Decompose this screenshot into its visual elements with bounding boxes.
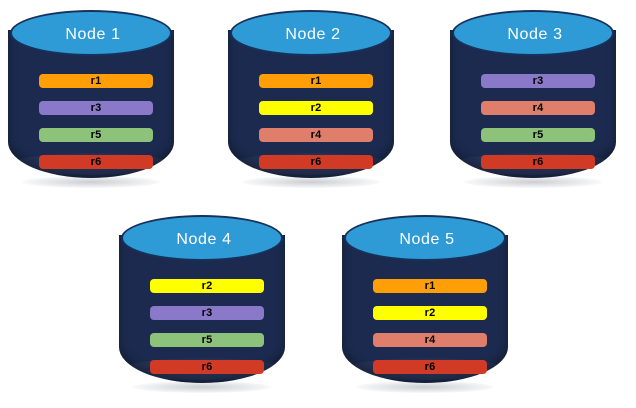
replica-bar[interactable]: r5 bbox=[481, 128, 595, 142]
replica-bar[interactable]: r1 bbox=[39, 74, 153, 88]
database-node-1[interactable]: r1 r3 r5 r6 Node 1 bbox=[8, 8, 174, 188]
replica-bar[interactable]: r5 bbox=[39, 128, 153, 142]
replica-bar[interactable]: r6 bbox=[373, 360, 487, 374]
replica-list: r3 r4 r5 r6 bbox=[481, 74, 595, 169]
replica-bar[interactable]: r3 bbox=[150, 306, 264, 320]
replica-list: r1 r3 r5 r6 bbox=[39, 74, 153, 169]
node-drop-shadow bbox=[133, 381, 271, 393]
replica-bar[interactable]: r3 bbox=[481, 74, 595, 88]
node-drop-shadow bbox=[356, 381, 494, 393]
replica-list: r1 r2 r4 r6 bbox=[373, 279, 487, 374]
database-node-4[interactable]: r2 r3 r5 r6 Node 4 bbox=[119, 213, 285, 393]
replica-label: r2 bbox=[310, 101, 322, 114]
replica-label: r5 bbox=[532, 128, 544, 141]
replica-bar[interactable]: r5 bbox=[150, 333, 264, 347]
replica-label: r2 bbox=[424, 306, 436, 319]
replica-label: r3 bbox=[90, 101, 102, 114]
replica-bar[interactable]: r6 bbox=[39, 155, 153, 169]
replica-bar[interactable]: r6 bbox=[481, 155, 595, 169]
cylinder-top-disc[interactable]: Node 5 bbox=[344, 215, 506, 261]
replica-label: r2 bbox=[201, 279, 213, 292]
replica-label: r6 bbox=[532, 155, 544, 168]
replica-bar[interactable]: r6 bbox=[150, 360, 264, 374]
node-title: Node 5 bbox=[399, 231, 455, 248]
replica-bar[interactable]: r6 bbox=[259, 155, 373, 169]
cylinder-top-disc[interactable]: Node 3 bbox=[452, 10, 614, 56]
replica-bar[interactable]: r3 bbox=[39, 101, 153, 115]
node-drop-shadow bbox=[242, 176, 380, 188]
replica-label: r3 bbox=[532, 74, 544, 87]
cylinder-top-disc[interactable]: Node 4 bbox=[121, 215, 283, 261]
cylinder-top-disc[interactable]: Node 2 bbox=[230, 10, 392, 56]
replica-bar[interactable]: r4 bbox=[259, 128, 373, 142]
node-drop-shadow bbox=[464, 176, 602, 188]
database-node-3[interactable]: r3 r4 r5 r6 Node 3 bbox=[450, 8, 616, 188]
replica-label: r6 bbox=[201, 360, 213, 373]
replica-bar[interactable]: r4 bbox=[481, 101, 595, 115]
replica-label: r6 bbox=[310, 155, 322, 168]
replica-list: r1 r2 r4 r6 bbox=[259, 74, 373, 169]
database-node-2[interactable]: r1 r2 r4 r6 Node 2 bbox=[228, 8, 394, 188]
replica-label: r4 bbox=[532, 101, 544, 114]
replica-bar[interactable]: r2 bbox=[373, 306, 487, 320]
node-title: Node 1 bbox=[65, 26, 121, 43]
replica-label: r6 bbox=[424, 360, 436, 373]
replica-bar[interactable]: r2 bbox=[259, 101, 373, 115]
replica-bar[interactable]: r4 bbox=[373, 333, 487, 347]
cylinder-top-disc[interactable]: Node 1 bbox=[10, 10, 172, 56]
node-title: Node 3 bbox=[507, 26, 563, 43]
database-node-5[interactable]: r1 r2 r4 r6 Node 5 bbox=[342, 213, 508, 393]
node-drop-shadow bbox=[22, 176, 160, 188]
replica-label: r4 bbox=[424, 333, 436, 346]
replica-label: r1 bbox=[424, 279, 436, 292]
replica-label: r1 bbox=[90, 74, 102, 87]
replica-label: r6 bbox=[90, 155, 102, 168]
replica-label: r4 bbox=[310, 128, 322, 141]
replica-bar[interactable]: r2 bbox=[150, 279, 264, 293]
replica-label: r5 bbox=[201, 333, 213, 346]
replica-bar[interactable]: r1 bbox=[259, 74, 373, 88]
replica-bar[interactable]: r1 bbox=[373, 279, 487, 293]
replica-label: r5 bbox=[90, 128, 102, 141]
node-title: Node 4 bbox=[176, 231, 232, 248]
replica-label: r1 bbox=[310, 74, 322, 87]
replica-list: r2 r3 r5 r6 bbox=[150, 279, 264, 374]
node-title: Node 2 bbox=[285, 26, 341, 43]
replica-label: r3 bbox=[201, 306, 213, 319]
